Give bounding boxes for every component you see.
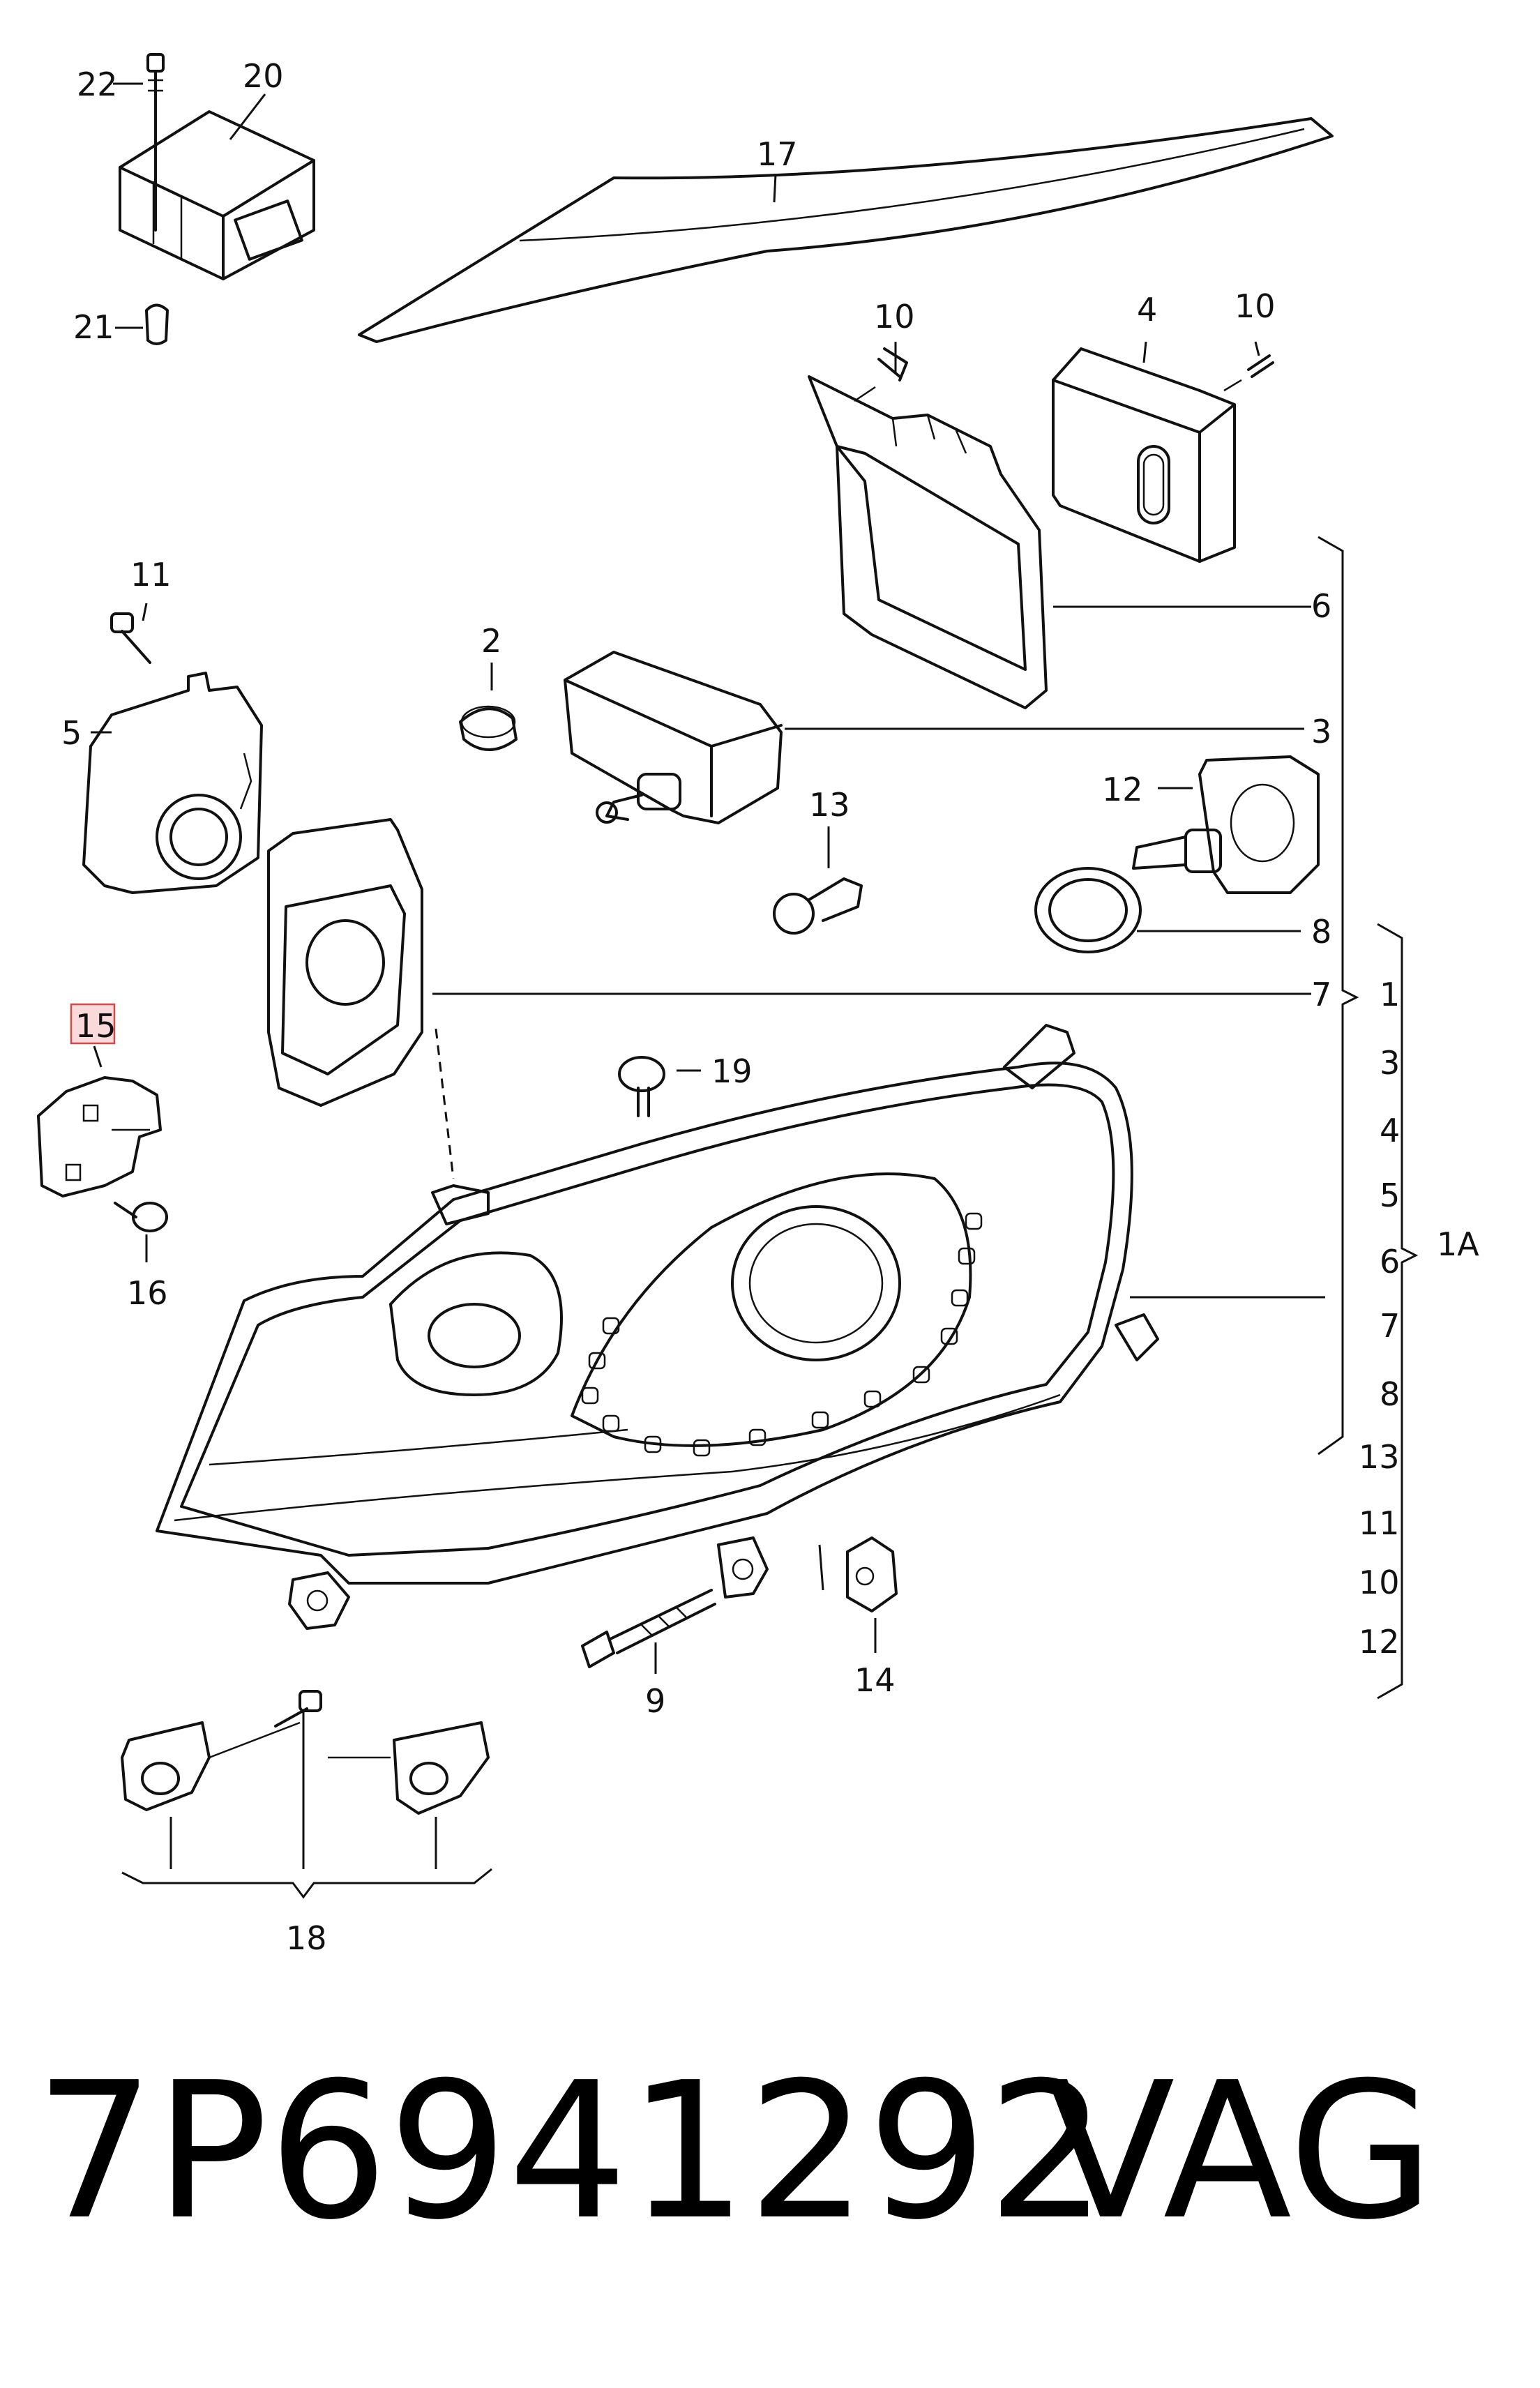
kit-list-item: 8: [1380, 1375, 1400, 1413]
kit-list-item: 11: [1359, 1504, 1400, 1542]
kit-list-item: 4: [1380, 1112, 1400, 1149]
bracket-part-5: [82, 672, 263, 894]
callout-7: 7: [1311, 976, 1331, 1013]
callout-19: 19: [711, 1052, 753, 1090]
callout-8: 8: [1311, 913, 1331, 951]
screw-part-11: [110, 612, 151, 664]
kit-list-item: 12: [1359, 1623, 1400, 1661]
leader-lines-20-21-22: [113, 82, 266, 329]
frame-gasket-part-6: [808, 375, 1048, 709]
kit-list-item: 13: [1359, 1438, 1400, 1476]
callout-15: 15: [75, 1007, 116, 1045]
callout-13: 13: [809, 786, 850, 824]
trim-strip-part-17: [358, 117, 1334, 343]
callout-10-left: 10: [874, 298, 915, 335]
callout-3: 3: [1311, 713, 1331, 750]
ballast-part-4: [1052, 347, 1236, 563]
callout-1: 1: [1380, 976, 1400, 1013]
callout-9: 9: [645, 1682, 665, 1720]
leaders-4-6-10: [894, 341, 1311, 608]
callout-11: 11: [130, 556, 172, 594]
clip-part-14: [818, 1536, 898, 1653]
callout-16: 16: [127, 1274, 168, 1312]
callout-18: 18: [286, 1919, 327, 1957]
kit-list-item: 7: [1380, 1307, 1400, 1345]
bracket-1A-list: [1377, 923, 1419, 1700]
callout-17: 17: [757, 135, 798, 173]
leaders-5-11: [91, 603, 148, 734]
headlight-assembly: [156, 1024, 1325, 1630]
bracket-part-15: [37, 1076, 162, 1197]
level-motor-part-3: [564, 651, 1304, 824]
callout-6: 6: [1311, 587, 1331, 625]
screw-part-22: [146, 53, 165, 232]
callout-14: 14: [854, 1661, 896, 1699]
nut-part-21: [145, 303, 169, 345]
screw-part-10-right: [1223, 354, 1274, 392]
callout-12: 12: [1102, 771, 1143, 808]
callout-10-right: 10: [1235, 287, 1276, 325]
callout-4: 4: [1137, 291, 1157, 328]
screw-part-19: [618, 1056, 701, 1117]
kit-list-item: 6: [1380, 1243, 1400, 1280]
cap-part-2: [459, 663, 518, 751]
callout-2: 2: [481, 622, 501, 660]
callout-1A: 1A: [1437, 1225, 1479, 1263]
kit-list-item: 10: [1359, 1564, 1400, 1601]
kit-list-item: 3: [1380, 1044, 1400, 1082]
bulb-part-12: [1132, 755, 1320, 894]
screw-part-10-left: [854, 347, 908, 402]
bracket-6-group: [1318, 536, 1359, 1456]
callout-15-highlight: [70, 1003, 116, 1045]
callout-20: 20: [243, 57, 284, 95]
kit-list-item: 5: [1380, 1177, 1400, 1214]
callout-21: 21: [73, 308, 114, 346]
bolt-part-9: [581, 1589, 716, 1674]
part-number: 7P6941292: [35, 2041, 1108, 2261]
gasket-part-7: [267, 818, 1311, 1179]
screw-part-16: [114, 1202, 168, 1262]
bulb-part-13: [773, 826, 863, 935]
control-unit-part-20: [119, 110, 315, 280]
footer-caption: 7P6941292 VAG: [35, 2036, 1513, 2267]
callout-22: 22: [77, 66, 118, 103]
brand-name: VAG: [1046, 2041, 1435, 2261]
callout-5: 5: [61, 714, 82, 752]
bracket-set-part-18: [121, 1690, 492, 1899]
ring-part-8: [1034, 867, 1301, 953]
